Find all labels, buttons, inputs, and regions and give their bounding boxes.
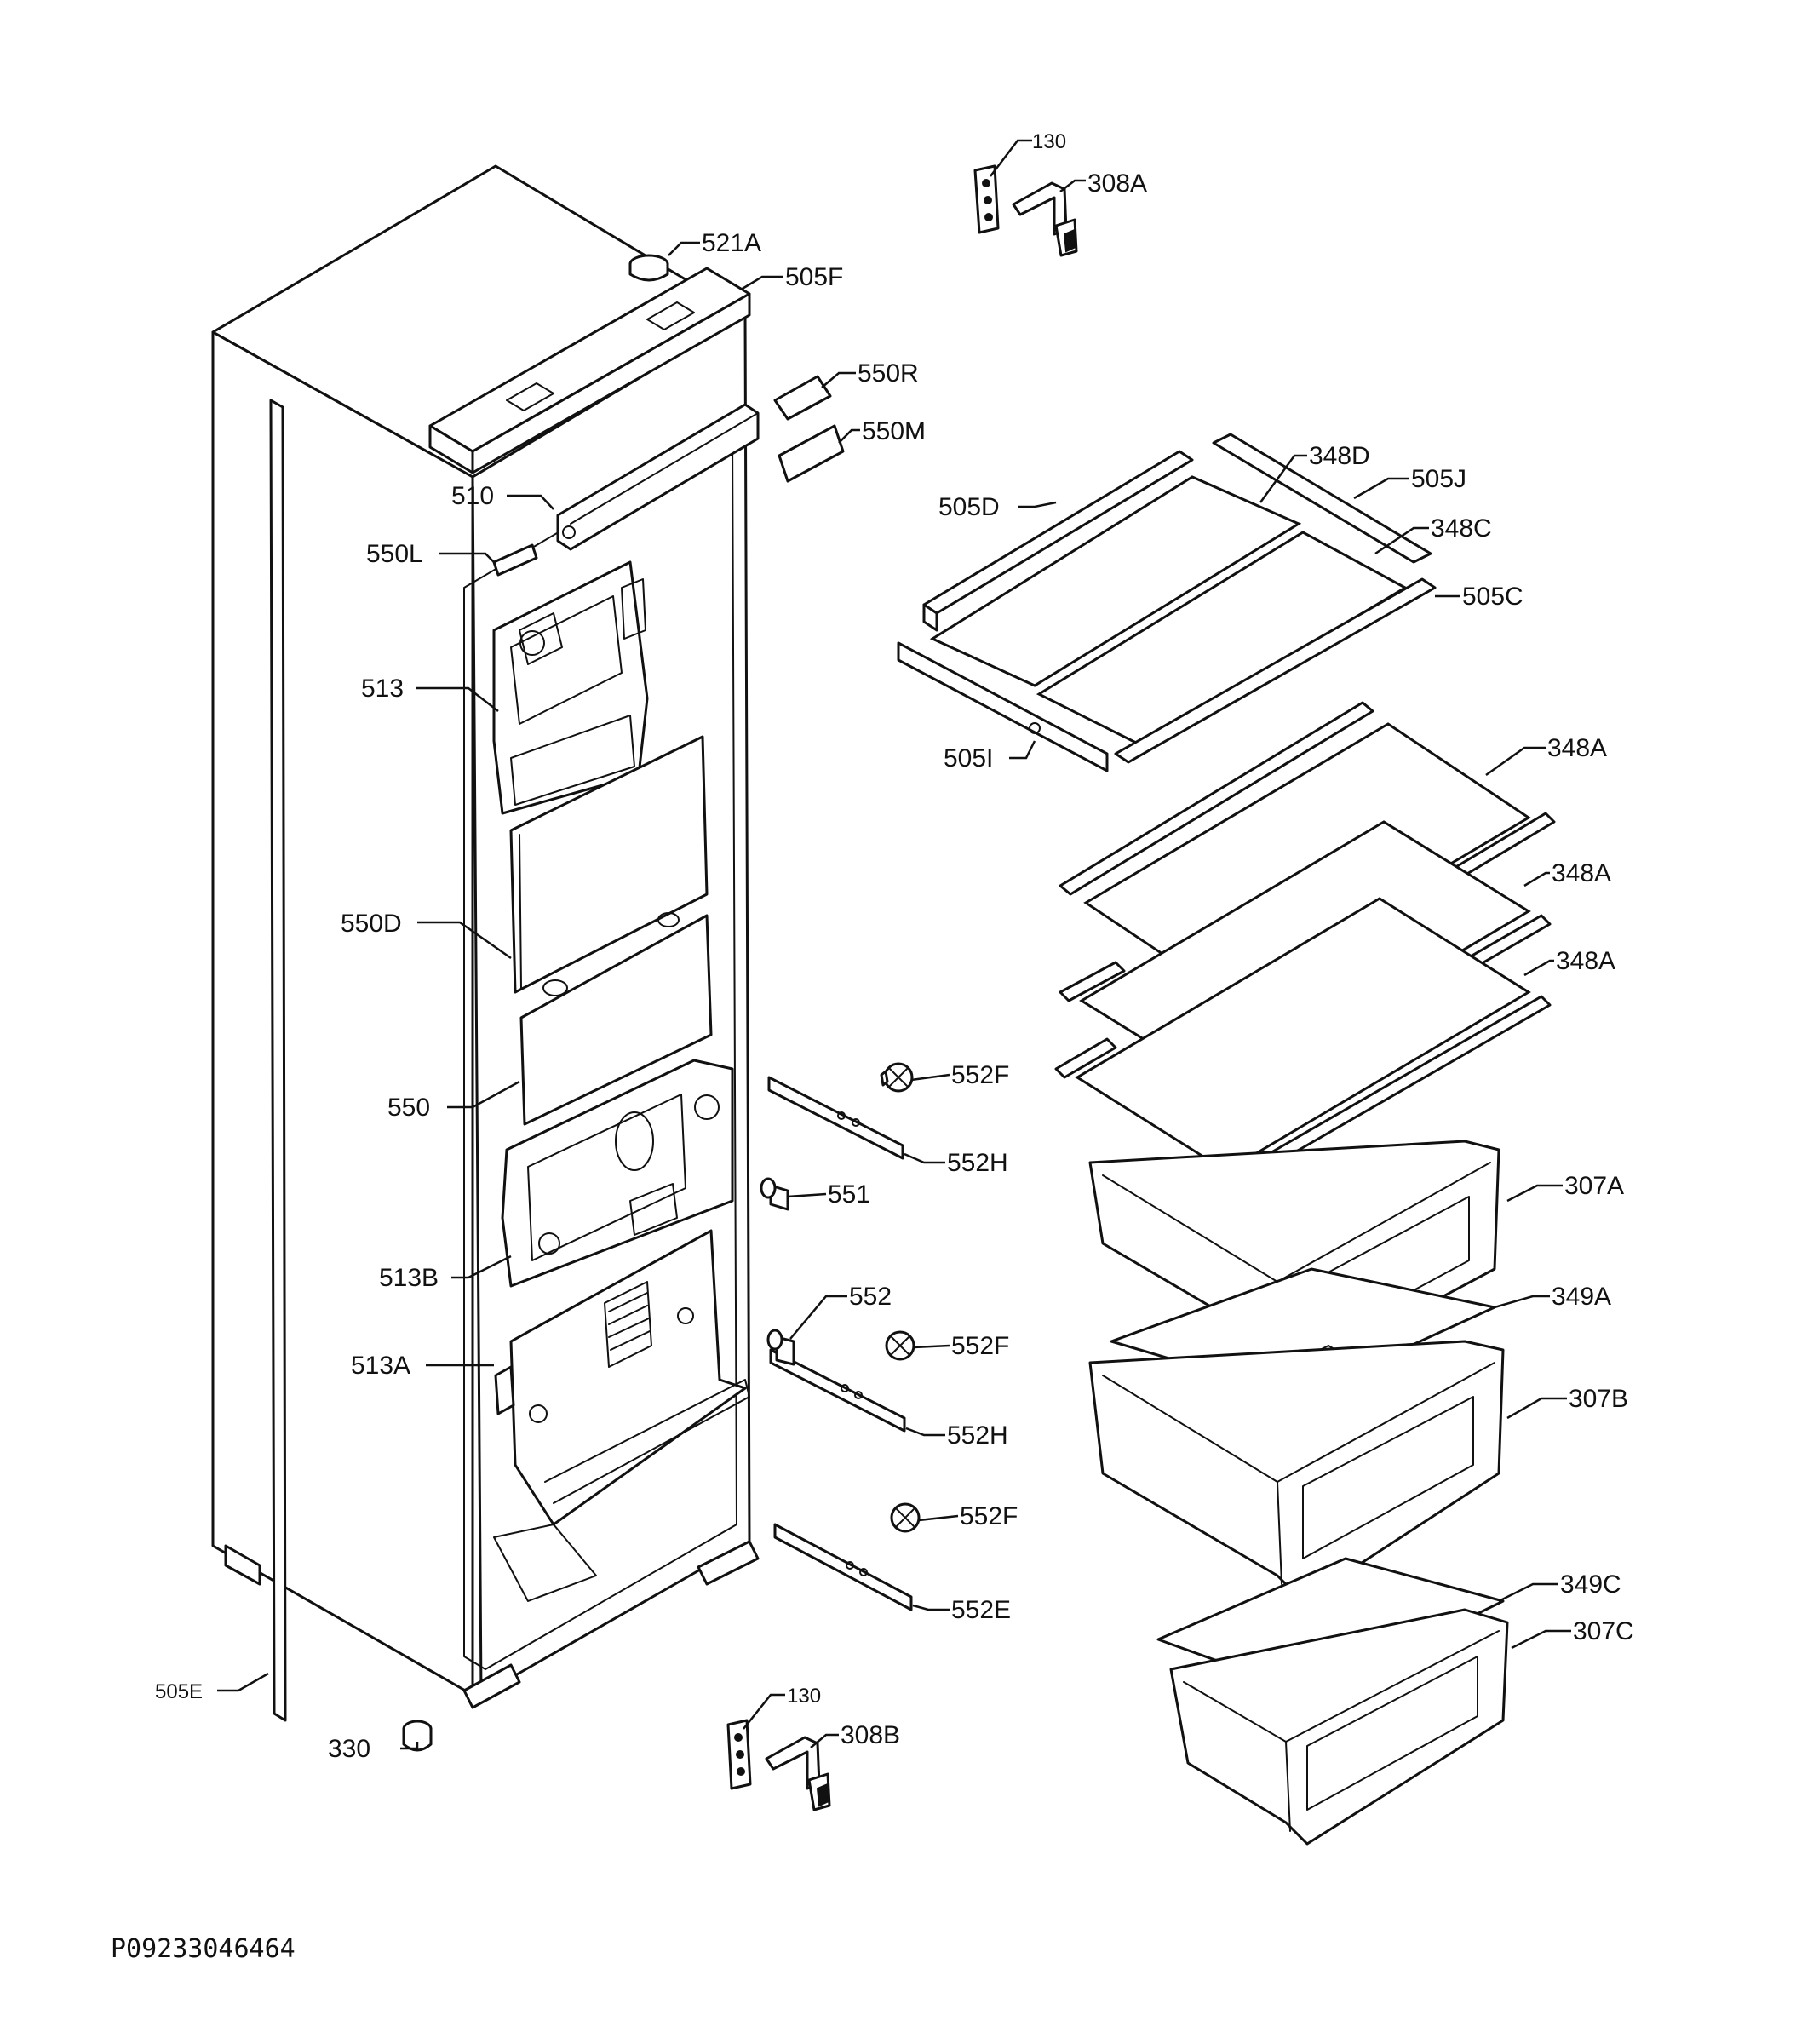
part-307C-drawer bbox=[1169, 1608, 1509, 1846]
label-510: 510 bbox=[451, 482, 494, 510]
leader-lines bbox=[217, 139, 1571, 1750]
part-550M-label-plate bbox=[778, 424, 845, 483]
label-505J: 505J bbox=[1411, 465, 1466, 493]
part-505D-left-trim bbox=[922, 450, 1194, 632]
label-551: 551 bbox=[828, 1180, 870, 1209]
part-348D-glass-left bbox=[929, 475, 1302, 687]
label-552F-2: 552F bbox=[951, 1332, 1009, 1360]
label-552E: 552E bbox=[951, 1596, 1011, 1624]
part-505J-rear-trim bbox=[1212, 433, 1432, 564]
part-513-upper-housing bbox=[492, 560, 649, 815]
part-550D-panel bbox=[509, 735, 709, 994]
label-348D: 348D bbox=[1309, 442, 1370, 470]
part-348A-shelf-3 bbox=[1054, 897, 1552, 1181]
part-308B-bottom-hinge bbox=[765, 1736, 831, 1811]
part-330-foot bbox=[402, 1720, 433, 1752]
label-550D: 550D bbox=[341, 910, 402, 938]
part-550-panel bbox=[519, 914, 713, 1126]
part-505C-right-trim bbox=[1114, 577, 1437, 764]
document-code: P09233046464 bbox=[111, 1934, 296, 1964]
label-130-bottom: 130 bbox=[787, 1685, 821, 1708]
part-505E-side-trim bbox=[269, 399, 287, 1722]
part-130-bottom-hinge-plate bbox=[726, 1719, 752, 1790]
label-349A: 349A bbox=[1552, 1283, 1611, 1311]
part-labels: 130 308A 521A 505F 550R 550M 510 550L 51… bbox=[155, 130, 1634, 1763]
part-307B-drawer bbox=[1088, 1340, 1505, 1603]
part-552F-screw-upper bbox=[880, 1062, 914, 1093]
label-348A-1: 348A bbox=[1547, 734, 1607, 762]
label-505C: 505C bbox=[1462, 583, 1523, 611]
part-130-top-hinge-plate bbox=[973, 164, 1000, 234]
label-348A-2: 348A bbox=[1552, 859, 1611, 887]
part-550R-label-plate bbox=[773, 375, 832, 421]
label-550: 550 bbox=[387, 1094, 430, 1122]
label-330: 330 bbox=[328, 1735, 370, 1763]
label-349C: 349C bbox=[1560, 1570, 1621, 1599]
part-552H-rail-upper bbox=[767, 1076, 904, 1160]
label-550R: 550R bbox=[858, 359, 919, 388]
label-307B: 307B bbox=[1569, 1385, 1628, 1413]
label-348C: 348C bbox=[1431, 514, 1492, 543]
label-521A: 521A bbox=[702, 229, 761, 257]
part-550L-label-plate bbox=[492, 543, 538, 577]
rail-holes bbox=[837, 1111, 868, 1576]
label-308A: 308A bbox=[1087, 169, 1147, 198]
label-550L: 550L bbox=[366, 540, 423, 568]
part-513B-lower-housing bbox=[501, 1059, 734, 1288]
part-552E-rail-lower bbox=[773, 1523, 913, 1611]
part-513A-evaporator-cover bbox=[493, 1229, 750, 1602]
part-505F-top-rail bbox=[428, 267, 751, 474]
label-348A-3: 348A bbox=[1556, 947, 1615, 975]
label-513B: 513B bbox=[379, 1264, 439, 1292]
label-505F: 505F bbox=[785, 263, 843, 291]
label-552H-1: 552H bbox=[947, 1149, 1008, 1177]
part-510-front-bar bbox=[556, 403, 760, 551]
part-552F-screw-middle bbox=[885, 1330, 915, 1361]
label-308B: 308B bbox=[841, 1721, 900, 1749]
part-521A-cap bbox=[628, 254, 669, 282]
label-505I: 505I bbox=[944, 744, 993, 772]
label-130-top: 130 bbox=[1032, 130, 1066, 153]
label-505E: 505E bbox=[155, 1680, 203, 1703]
label-552F-1: 552F bbox=[951, 1061, 1009, 1089]
part-505I-front-trim bbox=[897, 641, 1109, 772]
part-552-pin bbox=[766, 1329, 795, 1366]
part-551-pin bbox=[760, 1177, 789, 1211]
label-505D: 505D bbox=[938, 493, 1000, 521]
label-552H-2: 552H bbox=[947, 1421, 1008, 1450]
label-552F-3: 552F bbox=[960, 1502, 1018, 1530]
label-550M: 550M bbox=[862, 417, 926, 445]
label-307A: 307A bbox=[1564, 1172, 1624, 1200]
label-513A: 513A bbox=[351, 1352, 410, 1380]
part-552F-screw-lower bbox=[890, 1502, 921, 1533]
part-552H-rail-middle bbox=[769, 1348, 906, 1433]
part-308A-top-hinge bbox=[1012, 181, 1078, 257]
label-513: 513 bbox=[361, 675, 404, 703]
label-552: 552 bbox=[849, 1283, 892, 1311]
label-307C: 307C bbox=[1573, 1617, 1634, 1645]
